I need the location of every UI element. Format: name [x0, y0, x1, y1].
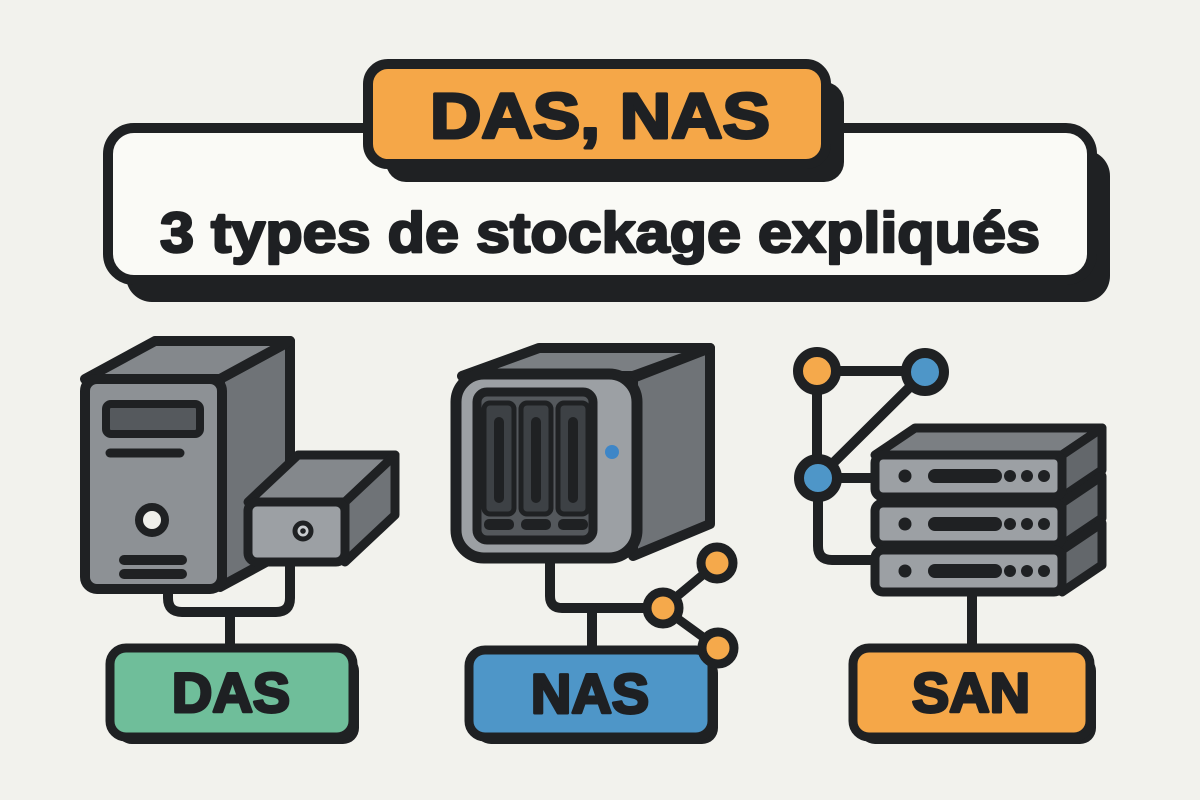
das-label — [105, 643, 358, 742]
das-section: DAS — [80, 336, 400, 744]
drive-led-dot — [300, 528, 306, 534]
nas-side-face — [628, 343, 715, 561]
nas-label — [464, 645, 717, 742]
network-node-orange — [697, 627, 739, 669]
nas-bay-latch — [558, 519, 588, 530]
server-led-dot — [898, 564, 912, 578]
san-section: SAN — [793, 347, 1107, 744]
tower-power-button — [135, 503, 169, 537]
nas-connector-line — [545, 549, 655, 613]
tower-drive-bay — [102, 400, 204, 438]
server-stack-icon — [870, 423, 1107, 597]
nas-bay-slot — [494, 417, 504, 503]
nas-bay-latch — [521, 519, 551, 530]
nas-bay-slot — [531, 417, 541, 503]
network-node-orange — [642, 587, 684, 629]
san-connector-line — [813, 473, 877, 565]
network-node-blue — [794, 454, 842, 502]
server-dot — [1004, 518, 1016, 530]
server-dot — [1021, 470, 1033, 482]
server-dot — [1004, 470, 1016, 482]
san-label-text: SAN — [912, 661, 1030, 724]
nas-network-nodes-icon — [642, 542, 739, 669]
server-dot — [1038, 518, 1050, 530]
server-drive-bar — [928, 517, 1002, 531]
header: 3 types de stockage expliqués DAS, NAS — [103, 59, 1110, 302]
server-drive-bar — [928, 469, 1002, 483]
nas-device-icon — [450, 343, 715, 564]
das-label-text: DAS — [172, 661, 290, 724]
external-drive-icon — [243, 450, 400, 567]
server-drive-bar — [928, 564, 1002, 578]
nas-bay-slot — [568, 417, 578, 503]
nas-label-text: NAS — [531, 662, 649, 725]
network-node-orange — [696, 542, 738, 584]
network-node-orange — [793, 347, 841, 395]
title-banner-text: DAS, NAS — [430, 80, 770, 152]
san-network-nodes-icon — [793, 347, 949, 502]
computer-tower-icon — [80, 336, 295, 594]
server-led-dot — [898, 469, 912, 483]
san-label — [848, 643, 1095, 742]
node-link-line — [813, 367, 930, 483]
network-node-blue — [901, 348, 949, 396]
title-banner — [363, 59, 831, 169]
nas-led-icon — [605, 445, 619, 459]
server-dot — [1004, 565, 1016, 577]
server-dot — [1021, 518, 1033, 530]
server-dot — [1021, 565, 1033, 577]
server-dot — [1038, 470, 1050, 482]
subtitle-text: 3 types de stockage expliqués — [160, 201, 1040, 265]
server-dot — [1038, 565, 1050, 577]
nas-section: NAS — [450, 343, 739, 744]
nas-bay-latch — [484, 519, 514, 530]
server-led-dot — [898, 517, 912, 531]
